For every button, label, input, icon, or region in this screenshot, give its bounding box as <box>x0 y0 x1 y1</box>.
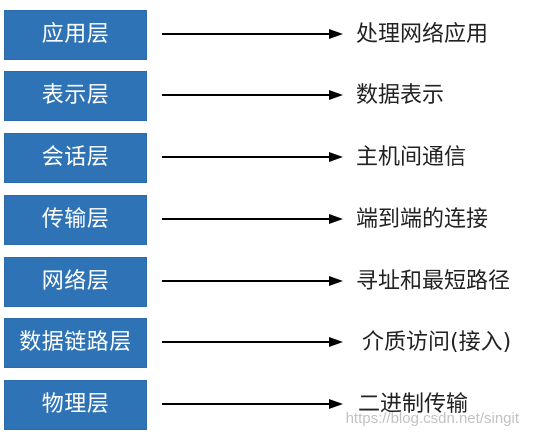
diagram-row-network: 网络层 寻址和最短路径 <box>0 257 533 307</box>
arrow-right-icon <box>162 213 343 225</box>
layer-box-application: 应用层 <box>4 10 147 60</box>
layer-box-presentation: 表示层 <box>4 71 147 121</box>
diagram-row-presentation: 表示层 数据表示 <box>0 71 533 121</box>
diagram-row-data-link: 数据链路层 介质访问(接入) <box>0 318 533 368</box>
layer-box-session: 会话层 <box>4 133 147 183</box>
layer-box-network: 网络层 <box>4 257 147 307</box>
diagram-row-physical: 物理层 二进制传输 <box>0 380 533 430</box>
layer-box-transport: 传输层 <box>4 195 147 245</box>
arrow-right-icon <box>162 398 343 410</box>
arrow-right-icon <box>162 89 343 101</box>
layer-description-application: 处理网络应用 <box>356 22 489 47</box>
arrow-right-icon <box>162 151 343 163</box>
diagram-row-transport: 传输层 端到端的连接 <box>0 195 533 245</box>
watermark-url: https://blog.csdn.net/singit <box>345 410 519 427</box>
arrow-right-icon <box>162 336 343 348</box>
layer-box-physical: 物理层 <box>4 380 147 430</box>
arrow-right-icon <box>162 275 343 287</box>
layer-description-presentation: 数据表示 <box>356 83 445 108</box>
layer-description-session: 主机间通信 <box>356 145 467 170</box>
arrow-right-icon <box>162 28 343 40</box>
layer-description-physical: 二进制传输 <box>358 392 469 417</box>
diagram-row-application: 应用层 处理网络应用 <box>0 10 533 60</box>
layer-description-transport: 端到端的连接 <box>356 207 489 232</box>
layer-description-network: 寻址和最短路径 <box>356 269 511 294</box>
layer-box-data-link: 数据链路层 <box>4 318 147 368</box>
diagram-row-session: 会话层 主机间通信 <box>0 133 533 183</box>
layer-description-data-link: 介质访问(接入) <box>362 330 512 355</box>
